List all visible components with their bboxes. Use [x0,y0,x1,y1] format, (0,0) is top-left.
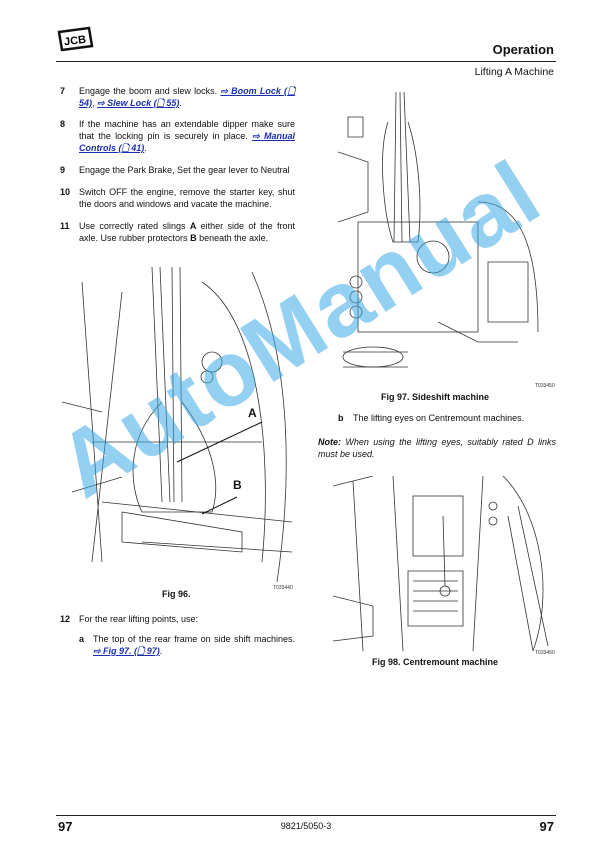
step-11: 11 Use correctly rated slings A either s… [60,220,295,244]
step-text: Engage the Park Brake, Set the gear leve… [79,165,290,175]
step-text: If the machine has an extendable dipper … [79,119,295,141]
fig97-link[interactable]: ⇨ Fig 97. (🗋 97) [93,646,160,656]
fig97-caption: Fig 97. Sideshift machine [381,392,490,402]
step-8: 8 If the machine has an extendable dippe… [60,119,296,153]
step-text: Use correctly rated slings [79,221,190,231]
footer-page-right: 97 [539,819,554,834]
label-a: A [189,221,197,231]
figure-97-image [338,92,539,368]
substep-letter: b [338,413,344,423]
step-text: Engage the boom and slew locks. [79,86,221,96]
step-10: 10 Switch OFF the engine, remove the sta… [60,186,295,210]
step-number: 8 [60,119,66,129]
step-number: 12 [60,614,71,624]
step-9: 9 Engage the Park Brake, Set the gear le… [60,164,295,176]
figure-98-image [333,476,549,651]
jcb-logo: JCB [57,26,94,52]
step-number: 10 [60,187,71,197]
note-label: Note: [318,437,341,447]
step-12: 12 For the rear lifting points, use: [60,613,295,625]
footer-rule [56,815,556,816]
note-text: When using the lifting eyes, suitably ra… [318,437,556,459]
label-b: B [190,233,197,243]
fig96-caption: Fig 96. [162,589,191,599]
step-number: 9 [60,165,66,175]
footer-page-left: 97 [58,819,73,834]
fig96-code: T033440 [273,585,293,591]
fig98-code: T033460 [535,650,555,656]
manual-controls-link[interactable]: ⇨ Manual Controls (🗋 41) [79,131,296,153]
note: Note: When using the lifting eyes, suita… [318,436,556,460]
svg-text:JCB: JCB [63,34,86,49]
section-title: Operation [492,42,554,57]
fig97-code: T033450 [535,383,555,389]
step-number: 11 [60,221,70,231]
substep-letter: a [79,634,85,644]
slew-lock-link[interactable]: ⇨ Slew Lock (🗋 55) [97,98,180,108]
figure-96-image [62,266,293,583]
section-subtitle: Lifting A Machine [474,66,554,78]
step-text: Switch OFF the engine, remove the starte… [79,187,295,209]
substep-b: b The lifting eyes on Centremount machin… [338,412,556,424]
fig96-label-b: B [233,478,242,492]
step-number: 7 [60,86,66,96]
substep-text: The lifting eyes on Centremount machines… [353,413,525,423]
footer-doc-id: 9821/5050-3 [280,821,332,831]
substep-text: The top of the rear frame on side shift … [93,634,295,644]
fig98-caption: Fig 98. Centremount machine [372,657,499,667]
fig96-label-a: A [248,406,257,420]
step-text: beneath the axle. [196,233,269,243]
step-7: 7 Engage the boom and slew locks. ⇨ Boom… [60,86,295,108]
step-text: either side of the front axle. Use rubbe… [79,221,295,243]
substep-a: a The top of the rear frame on side shif… [79,634,295,656]
header-rule [56,61,556,62]
step-text: For the rear lifting points, use: [79,614,199,624]
boom-lock-link[interactable]: ⇨ Boom Lock (🗋 54) [79,86,295,108]
